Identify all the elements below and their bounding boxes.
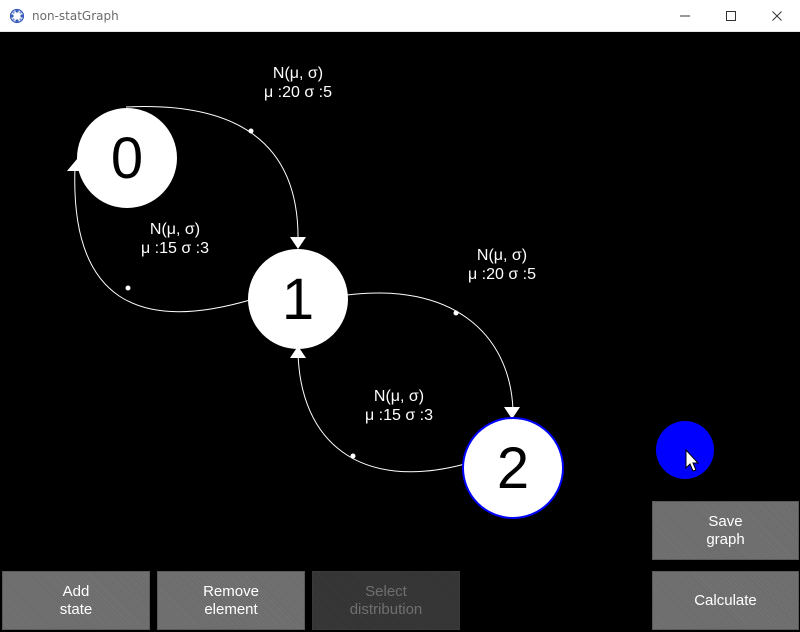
state-node-2[interactable]: 2 — [462, 417, 564, 519]
edge-dist-1-to-0: N(μ, σ) — [149, 221, 201, 238]
remove-element-label-2: element — [204, 600, 258, 618]
title-bar: non-statGraph — [0, 0, 800, 32]
edge-1-to-2[interactable] — [346, 292, 514, 411]
edge-params-1-to-2: μ :20 σ :5 — [467, 266, 536, 283]
minimize-icon — [680, 15, 690, 16]
edge-2-to-1-handle[interactable] — [350, 453, 356, 459]
state-node-1[interactable]: 1 — [248, 249, 348, 349]
edge-label-1-to-0: N(μ, σ) μ :15 σ :3 — [105, 220, 245, 258]
edge-dist-0-to-1: N(μ, σ) — [272, 65, 324, 82]
app-icon — [9, 8, 25, 24]
edge-label-2-to-1: N(μ, σ) μ :15 σ :3 — [329, 387, 469, 425]
edge-1-to-2-handle[interactable] — [453, 310, 459, 316]
add-state-label-1: Add — [62, 582, 90, 600]
edge-params-2-to-1: μ :15 σ :3 — [364, 407, 433, 424]
state-label-0: 0 — [111, 126, 143, 191]
cursor-icon — [685, 448, 700, 472]
state-label-1: 1 — [282, 267, 314, 332]
cursor-circle — [656, 421, 714, 479]
state-label-2: 2 — [497, 436, 529, 501]
close-icon — [772, 10, 782, 21]
save-graph-button[interactable]: Save graph — [652, 501, 799, 560]
edge-2-to-1[interactable] — [297, 351, 466, 473]
edge-1-to-0-handle[interactable] — [125, 285, 131, 291]
calculate-button[interactable]: Calculate — [652, 571, 799, 630]
close-button[interactable] — [754, 0, 800, 31]
select-distribution-label-2: distribution — [349, 600, 423, 618]
add-state-label-2: state — [59, 600, 93, 618]
remove-element-label-1: Remove — [203, 582, 259, 600]
graph-drawing: 0 1 2 — [67, 106, 714, 519]
select-distribution-button[interactable]: Select distribution — [312, 571, 460, 630]
edge-0-to-1-handle[interactable] — [248, 128, 254, 134]
remove-element-button[interactable]: Remove element — [157, 571, 305, 630]
edge-params-0-to-1: μ :20 σ :5 — [263, 84, 332, 101]
graph-canvas[interactable]: 0 1 2 N(μ, σ) μ :20 σ :5 N(μ, σ) μ :15 σ… — [0, 32, 800, 632]
edge-label-1-to-2: N(μ, σ) μ :20 σ :5 — [432, 246, 572, 284]
window-title: non-statGraph — [32, 9, 119, 23]
state-node-0[interactable]: 0 — [77, 108, 177, 208]
edge-1-to-0[interactable] — [74, 166, 251, 313]
edge-dist-1-to-2: N(μ, σ) — [476, 247, 528, 264]
minimize-button[interactable] — [662, 0, 708, 31]
edge-params-1-to-0: μ :15 σ :3 — [140, 240, 209, 257]
maximize-icon — [726, 10, 736, 21]
edge-0-to-1-arrowhead — [290, 237, 306, 249]
select-distribution-label-1: Select — [365, 582, 407, 600]
save-graph-label-1: Save — [708, 512, 743, 530]
edge-dist-2-to-1: N(μ, σ) — [373, 388, 425, 405]
maximize-button[interactable] — [708, 0, 754, 31]
edge-label-0-to-1: N(μ, σ) μ :20 σ :5 — [228, 64, 368, 102]
edge-2-to-1-arrowhead — [290, 346, 306, 358]
edge-1-to-2-arrowhead — [504, 407, 520, 419]
add-state-button[interactable]: Add state — [2, 571, 150, 630]
calculate-label: Calculate — [694, 591, 757, 609]
save-graph-label-2: graph — [706, 530, 745, 548]
